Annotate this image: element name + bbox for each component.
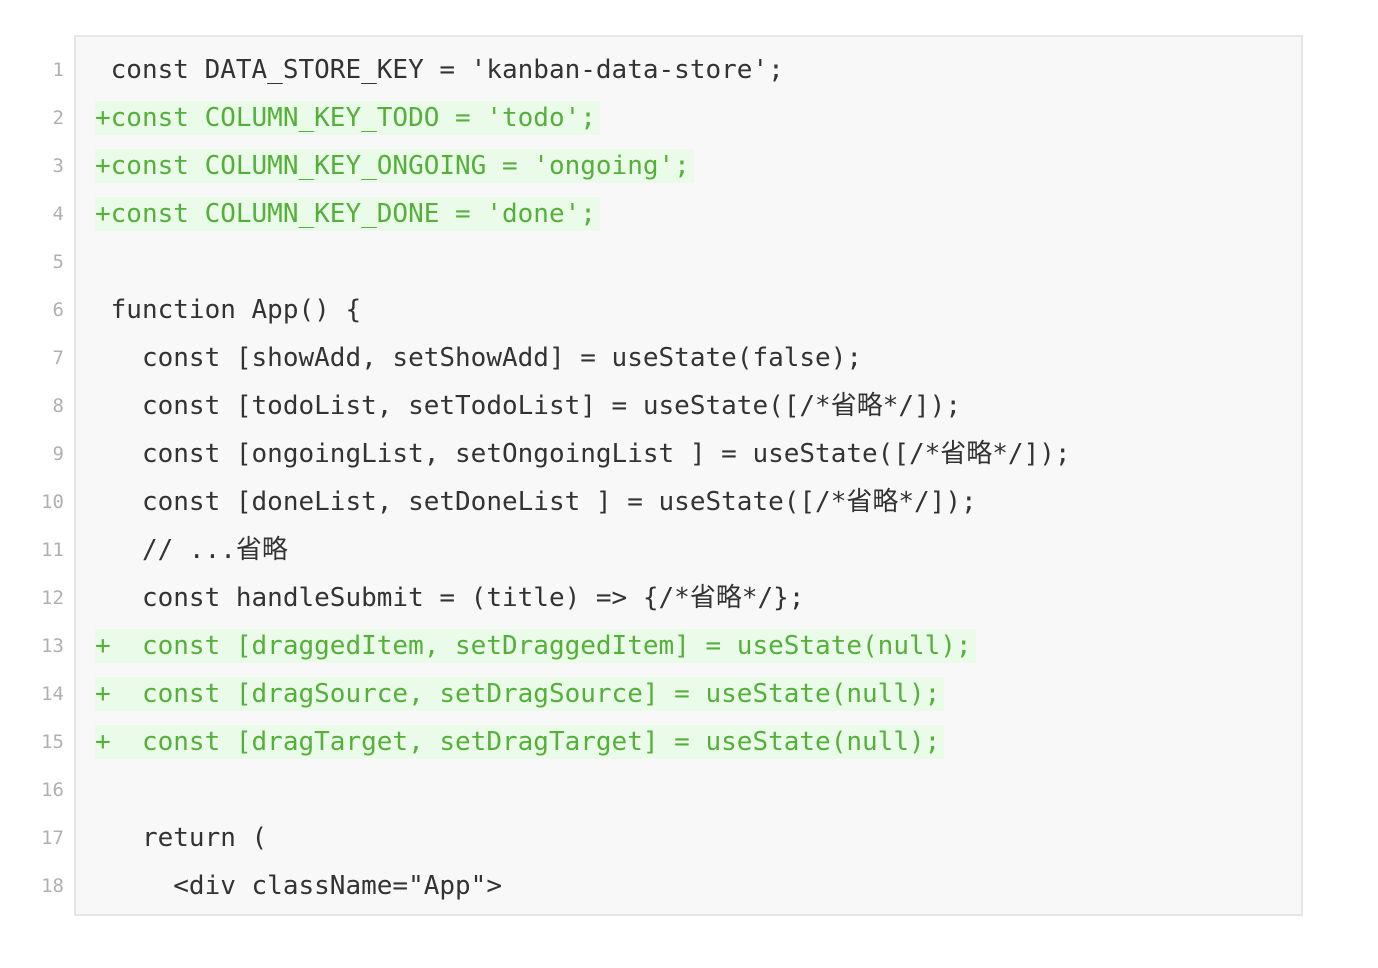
line-number: 4 [52,203,64,225]
line-number: 17 [41,827,64,849]
line-number: 3 [52,155,64,177]
code-line-added: + const [draggedItem, setDraggedItem] = … [95,629,976,663]
code-line: return ( [95,823,268,853]
code-line: const handleSubmit = (title) => {/*省略*/}… [95,583,805,613]
code-line: const [doneList, setDoneList ] = useStat… [95,487,977,517]
code-line-added: +const COLUMN_KEY_ONGOING = 'ongoing'; [95,149,694,183]
code-line: // ...省略 [95,535,288,565]
line-number: 7 [52,347,64,369]
code-line-added: + const [dragTarget, setDragTarget] = us… [95,725,945,759]
line-number: 10 [41,491,64,513]
line-number: 8 [52,395,64,417]
line-number: 11 [41,539,64,561]
code-line-added: +const COLUMN_KEY_DONE = 'done'; [95,197,600,231]
line-number: 16 [41,779,64,801]
line-number: 13 [41,635,64,657]
code-line: const [showAdd, setShowAdd] = useState(f… [95,343,863,373]
code-line: const [todoList, setTodoList] = useState… [95,391,961,421]
line-number: 14 [41,683,64,705]
code-line-added: + const [dragSource, setDragSource] = us… [95,677,945,711]
line-number: 15 [41,731,64,753]
line-number: 9 [52,443,64,465]
code-line: <div className="App"> [95,871,502,901]
code-line: function App() { [95,295,362,325]
code-line-added: +const COLUMN_KEY_TODO = 'todo'; [95,101,600,135]
code-line: const DATA_STORE_KEY = 'kanban-data-stor… [95,55,784,85]
line-number: 5 [52,251,64,273]
line-number: 1 [52,59,64,81]
line-number: 18 [41,875,64,897]
line-number: 12 [41,587,64,609]
line-number: 6 [52,299,64,321]
line-number: 2 [52,107,64,129]
code-line: const [ongoingList, setOngoingList ] = u… [95,439,1071,469]
